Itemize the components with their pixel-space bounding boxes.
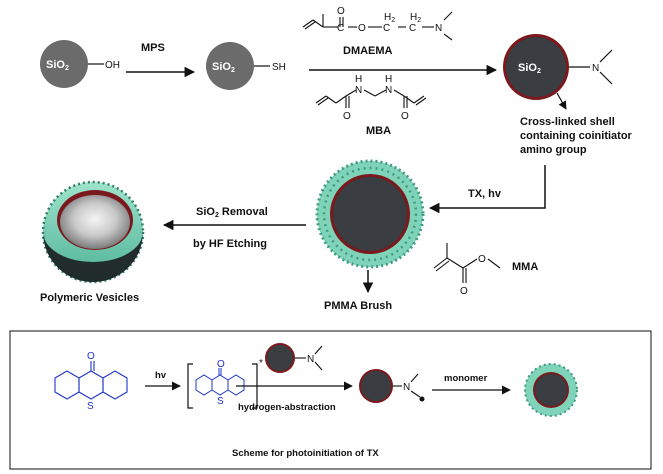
mma-o-ester: O bbox=[478, 254, 486, 265]
amine-n: N bbox=[592, 63, 599, 74]
shell-pointer-arrow bbox=[556, 92, 567, 110]
hv-label: hv bbox=[155, 370, 167, 381]
dmaema-o-carbonyl: O bbox=[337, 6, 345, 17]
radical-particle: N bbox=[359, 369, 425, 403]
excited-tx-o: O bbox=[217, 359, 225, 370]
dmaema-structure bbox=[302, 11, 453, 41]
dmaema-ch2-b: H2 bbox=[410, 12, 421, 24]
mba-structure bbox=[315, 89, 427, 108]
hydrogen-abstraction-label: hydrogen-abstraction bbox=[238, 402, 336, 413]
excited-tx-s: S bbox=[217, 396, 224, 407]
mba-n1: N bbox=[355, 85, 362, 96]
svg-text:SiO2: SiO2 bbox=[212, 61, 235, 74]
svg-text:N: N bbox=[307, 354, 314, 365]
silica-sh-particle: SiO2 SH bbox=[206, 42, 286, 90]
dmaema-n: N bbox=[435, 23, 442, 34]
amine-particle-small: N bbox=[265, 343, 323, 373]
mba-label: MBA bbox=[366, 125, 391, 137]
silica-oh-particle: SiO2 OH bbox=[40, 40, 120, 88]
mps-label: MPS bbox=[141, 42, 165, 54]
dmaema-label: DMAEMA bbox=[343, 45, 393, 57]
shell-caption-2: containing coinitiator bbox=[520, 130, 633, 142]
scheme-caption: Scheme for photoinitiation of TX bbox=[232, 448, 379, 459]
svg-text:SiO2: SiO2 bbox=[46, 59, 69, 72]
scheme-box bbox=[9, 330, 652, 470]
dmaema-o-ester: O bbox=[358, 23, 366, 34]
final-brush-particle bbox=[524, 363, 578, 417]
dmaema-ch2-a: H2 bbox=[384, 12, 395, 24]
shell-caption-1: Cross-linked shell bbox=[520, 116, 615, 128]
svg-text:SiO2: SiO2 bbox=[518, 62, 541, 75]
shell-caption-3: amino group bbox=[520, 144, 587, 156]
tx-hv-label: TX, hv bbox=[468, 188, 502, 200]
monomer-label: monomer bbox=[444, 373, 488, 384]
dmaema-c2: C bbox=[383, 23, 390, 34]
sh-group: SH bbox=[272, 62, 286, 73]
tx-o: O bbox=[87, 351, 95, 362]
svg-text:N: N bbox=[403, 382, 410, 393]
tx-hv-arrow bbox=[428, 165, 546, 214]
oh-group: OH bbox=[105, 60, 120, 71]
crosslinked-shell-particle: SiO2 N bbox=[503, 34, 613, 100]
dmaema-c: C bbox=[337, 23, 344, 34]
pmma-brush-label: PMMA Brush bbox=[324, 300, 392, 312]
mma-o-carbonyl: O bbox=[460, 286, 468, 297]
vesicle-label: Polymeric Vesicles bbox=[40, 292, 139, 304]
mba-h1: H bbox=[355, 74, 362, 85]
radical-dot bbox=[419, 396, 425, 402]
removal-label-1: SiO2 Removal bbox=[196, 206, 268, 219]
thioxanthone-molecule bbox=[54, 361, 128, 400]
excited-star: * bbox=[259, 358, 263, 369]
mba-o2: O bbox=[401, 111, 409, 122]
mba-h2: H bbox=[385, 74, 392, 85]
mma-label: MMA bbox=[512, 261, 538, 273]
mba-o1: O bbox=[343, 111, 351, 122]
tx-s: S bbox=[87, 401, 94, 412]
polymeric-vesicle bbox=[41, 180, 145, 284]
mba-n2: N bbox=[385, 85, 392, 96]
removal-label-2: by HF Etching bbox=[193, 238, 267, 250]
pmma-brush-particle bbox=[315, 159, 425, 269]
dmaema-c3: C bbox=[409, 23, 416, 34]
mma-structure bbox=[433, 243, 501, 283]
